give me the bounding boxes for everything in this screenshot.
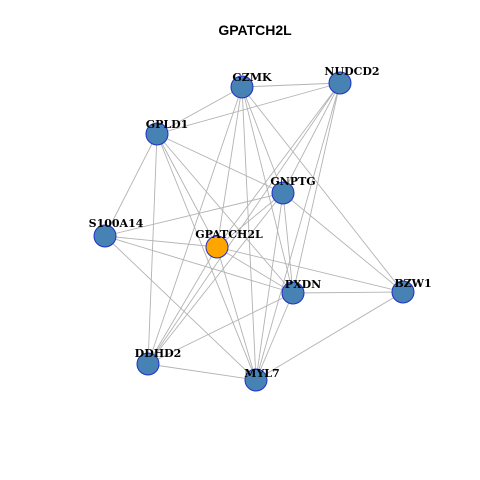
edge-nudcd2-ddhd2 <box>147 82 341 365</box>
edge-nudcd2-gnptg <box>282 82 341 194</box>
node-label-gpatch2l: GPATCH2L <box>195 228 263 241</box>
node-s100a14: S100A14 <box>89 217 144 248</box>
edge-gpld1-s100a14 <box>104 133 158 237</box>
edge-gzmk-pxdn <box>241 86 294 294</box>
node-circle-gpatch2l <box>205 235 229 259</box>
node-label-ddhd2: DDHD2 <box>135 347 182 360</box>
edge-pxdn-bzw1 <box>292 291 404 294</box>
edge-gpld1-gnptg <box>156 133 284 194</box>
edge-gzmk-bzw1 <box>241 86 404 293</box>
edge-gzmk-ddhd2 <box>147 86 243 365</box>
node-nudcd2: NUDCD2 <box>324 65 380 95</box>
edge-pxdn-myl7 <box>255 292 294 381</box>
edge-gnptg-ddhd2 <box>147 192 284 365</box>
edge-s100a14-gpatch2l <box>104 235 218 248</box>
edge-pxdn-ddhd2 <box>147 292 294 365</box>
edge-gpatch2l-ddhd2 <box>147 246 218 365</box>
node-circle-gnptg <box>271 181 295 205</box>
edge-gzmk-myl7 <box>241 86 257 381</box>
edge-nudcd2-gpatch2l <box>216 82 341 248</box>
edge-gpld1-ddhd2 <box>147 133 158 365</box>
node-label-pxdn: PXDN <box>285 278 321 291</box>
node-label-s100a14: S100A14 <box>89 217 144 230</box>
node-bzw1: BZW1 <box>391 277 432 304</box>
edge-gnptg-bzw1 <box>282 192 404 293</box>
edge-gpatch2l-pxdn <box>216 246 294 294</box>
node-label-myl7: MYL7 <box>244 367 279 380</box>
node-label-bzw1: BZW1 <box>394 277 431 290</box>
node-circle-s100a14 <box>93 224 117 248</box>
node-ddhd2: DDHD2 <box>135 347 182 376</box>
edge-gnptg-s100a14 <box>104 192 284 237</box>
edge-gpld1-pxdn <box>156 133 294 294</box>
node-circle-gpld1 <box>145 122 169 146</box>
edge-gnptg-pxdn <box>282 192 294 294</box>
edge-gzmk-gpld1 <box>156 86 243 135</box>
edge-bzw1-myl7 <box>255 291 404 381</box>
edge-nudcd2-myl7 <box>255 82 341 381</box>
node-circle-bzw1 <box>391 280 415 304</box>
edge-gpatch2l-bzw1 <box>216 246 404 293</box>
diagram-title: GPATCH2L <box>218 22 292 38</box>
node-circle-ddhd2 <box>136 352 160 376</box>
edge-ddhd2-myl7 <box>147 363 257 381</box>
edge-s100a14-myl7 <box>104 235 257 381</box>
edge-gnptg-myl7 <box>255 192 284 381</box>
node-gpld1: GPLD1 <box>145 118 189 146</box>
node-label-gpld1: GPLD1 <box>146 118 189 131</box>
node-circle-myl7 <box>244 368 268 392</box>
edge-s100a14-pxdn <box>104 235 294 294</box>
edge-gpatch2l-myl7 <box>216 246 257 381</box>
node-circle-pxdn <box>281 281 305 305</box>
edge-layer <box>104 82 404 381</box>
edge-gzmk-nudcd2 <box>241 82 341 88</box>
edge-gzmk-gnptg <box>241 86 284 194</box>
node-circle-gzmk <box>230 75 254 99</box>
node-pxdn: PXDN <box>281 278 321 305</box>
node-label-nudcd2: NUDCD2 <box>324 65 379 78</box>
edge-nudcd2-gpld1 <box>156 82 341 135</box>
node-label-gzmk: GZMK <box>232 71 272 84</box>
node-gpatch2l: GPATCH2L <box>195 228 263 259</box>
node-circle-nudcd2 <box>328 71 352 95</box>
edge-gzmk-gpatch2l <box>216 86 243 248</box>
edge-gpld1-myl7 <box>156 133 257 381</box>
node-label-gnptg: GNPTG <box>270 175 315 188</box>
node-gzmk: GZMK <box>230 71 272 99</box>
edge-gnptg-gpatch2l <box>216 192 284 248</box>
edge-gpld1-gpatch2l <box>156 133 218 248</box>
edge-nudcd2-pxdn <box>292 82 341 294</box>
node-gnptg: GNPTG <box>270 175 316 205</box>
node-myl7: MYL7 <box>244 367 280 392</box>
